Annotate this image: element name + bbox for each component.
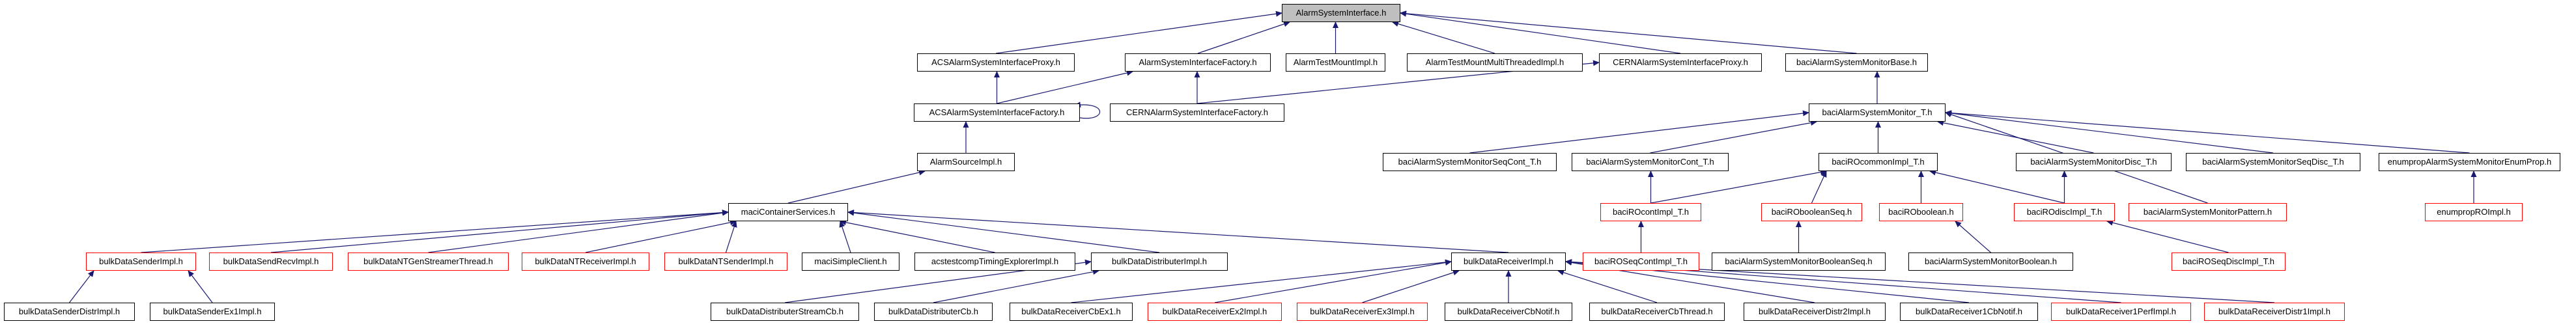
graph-edge <box>995 10 1282 54</box>
graph-node-alarmsourceimpl-h[interactable]: AlarmSourceImpl.h <box>917 153 1015 171</box>
graph-node-enumpropalarmsystemmonitorenumprop-h[interactable]: enumpropAlarmSystemMonitorEnumProp.h <box>2379 153 2560 171</box>
graph-edge <box>1392 21 1495 54</box>
graph-node-cernalarmsysteminterfaceproxy-h[interactable]: CERNAlarmSystemInterfaceProxy.h <box>1599 53 1762 72</box>
graph-node-alarmsysteminterfacefactory-h[interactable]: AlarmSystemInterfaceFactory.h <box>1125 53 1271 72</box>
graph-edge <box>270 210 729 253</box>
graph-node-bulkdatareceiverdistr1impl-h[interactable]: bulkDataReceiverDistr1Impl.h <box>2204 303 2345 321</box>
graph-node-bulkdatadistributercb-h[interactable]: bulkDataDistributerCb.h <box>874 303 993 321</box>
graph-node-bacirobooleanseq-h[interactable]: baciRObooleanSeq.h <box>1761 203 1862 221</box>
graph-node-bacialarmsystemmonitor-t-h[interactable]: baciAlarmSystemMonitor_T.h <box>1809 103 1946 122</box>
graph-edge <box>428 210 729 253</box>
graph-node-alarmtestmountmultithreadedimpl-h[interactable]: AlarmTestMountMultiThreadedImpl.h <box>1407 53 1583 72</box>
graph-edge <box>188 270 213 303</box>
graph-node-enumproproimpl-h[interactable]: enumpropROImpl.h <box>2425 203 2523 221</box>
graph-edge <box>1929 169 2065 204</box>
graph-self-loop-edge <box>1074 102 1101 119</box>
graph-node-bulkdatareceiver1perfimpl-h[interactable]: bulkDataReceiver1PerfImpl.h <box>2051 303 2191 321</box>
graph-node-bacialarmsystemmonitorseqdisc-t-h[interactable]: baciAlarmSystemMonitorSeqDisc_T.h <box>2186 153 2360 171</box>
graph-edge <box>1400 10 1857 54</box>
graph-edge <box>585 219 737 253</box>
graph-node-bacirocontimpl-t-h[interactable]: baciROcontImpl_T.h <box>1600 203 1701 221</box>
graph-node-bulkdatareceivercbnotif-h[interactable]: bulkDataReceiverCbNotif.h <box>1445 303 1572 321</box>
graph-edge <box>725 221 737 253</box>
graph-node-cernalarmsysteminterfacefactory-h[interactable]: CERNAlarmSystemInterfaceFactory.h <box>1110 103 1284 122</box>
graph-node-bacialarmsystemmonitorbase-h[interactable]: baciAlarmSystemMonitorBase.h <box>1785 53 1928 72</box>
graph-edge <box>997 70 1133 104</box>
graph-node-bacialarmsystemmonitorseqcont-t-h[interactable]: baciAlarmSystemMonitorSeqCont_T.h <box>1383 153 1557 171</box>
graph-edge <box>840 219 995 253</box>
graph-edge <box>1945 110 2470 154</box>
graph-node-bulkdatareceiverdistr2impl-h[interactable]: bulkDataReceiverDistr2Impl.h <box>1744 303 1886 321</box>
graph-node-bulkdatantreceiverimpl-h[interactable]: bulkDataNTReceiverImpl.h <box>522 253 649 271</box>
graph-edge <box>933 269 1099 303</box>
graph-edge <box>1362 269 1460 303</box>
graph-node-bacialarmsystemmonitorpattern-h[interactable]: baciAlarmSystemMonitorPattern.h <box>2129 203 2287 221</box>
graph-edge <box>1937 120 2094 154</box>
graph-edge <box>787 169 926 204</box>
graph-node-bacirodiscimpl-t-h[interactable]: baciROdiscImpl_T.h <box>2014 203 2115 221</box>
graph-node-bulkdatadistributerimpl-h[interactable]: bulkDataDistributerImpl.h <box>1091 253 1228 271</box>
graph-node-alarmsysteminterface-h[interactable]: AlarmSystemInterface.h <box>1282 4 1400 22</box>
graph-edge <box>1955 221 1991 253</box>
graph-node-bulkdatareceiver1cbnotif-h[interactable]: bulkDataReceiver1CbNotif.h <box>1900 303 2038 321</box>
graph-node-bulkdatareceiverex2impl-h[interactable]: bulkDataReceiverEx2Impl.h <box>1148 303 1282 321</box>
graph-node-bulkdatasenderdistrimpl-h[interactable]: bulkDataSenderDistrImpl.h <box>4 303 135 321</box>
graph-edge <box>141 210 729 253</box>
graph-edge <box>1650 169 1827 204</box>
graph-node-bacialarmsystemmonitorboolean-h[interactable]: baciAlarmSystemMonitorBoolean.h <box>1908 253 2073 271</box>
graph-node-bacialarmsystemmonitorbooleanseq-h[interactable]: baciAlarmSystemMonitorBooleanSeq.h <box>1712 253 1886 271</box>
graph-node-bulkdatareceiverimpl-h[interactable]: bulkDataReceiverImpl.h <box>1451 253 1566 271</box>
graph-node-bulkdatasenderex1impl-h[interactable]: bulkDataSenderEx1Impl.h <box>150 303 275 321</box>
graph-node-acsalarmsysteminterfaceproxy-h[interactable]: ACSAlarmSystemInterfaceProxy.h <box>917 53 1075 72</box>
graph-node-baciroboolean-h[interactable]: baciROboolean.h <box>1879 203 1963 221</box>
graph-node-bulkdatareceivercbthread-h[interactable]: bulkDataReceiverCbThread.h <box>1589 303 1725 321</box>
graph-edge <box>1811 171 1827 204</box>
graph-edge <box>1197 21 1290 54</box>
graph-node-bacialarmsystemmonitorcont-t-h[interactable]: baciAlarmSystemMonitorCont_T.h <box>1572 153 1729 171</box>
graph-edge <box>1071 259 1452 303</box>
graph-edge <box>69 270 94 303</box>
graph-node-alarmtestmountimpl-h[interactable]: AlarmTestMountImpl.h <box>1286 53 1385 72</box>
graph-node-bulkdatantsenderimpl-h[interactable]: bulkDataNTSenderImpl.h <box>664 253 787 271</box>
graph-node-bulkdatadistributerstreamcb-h[interactable]: bulkDataDistributerStreamCb.h <box>711 303 859 321</box>
graph-edge <box>1400 10 1681 54</box>
graph-edge <box>1650 120 1817 154</box>
graph-node-bacirocommonimpl-t-h[interactable]: baciROcommonImpl_T.h <box>1819 153 1938 171</box>
graph-edge <box>847 210 1160 253</box>
graph-edge <box>1945 110 2274 154</box>
graph-node-acstestcomptimingexplorerimpl-h[interactable]: acstestcompTimingExplorerImpl.h <box>914 253 1075 271</box>
graph-edge <box>2106 219 2229 253</box>
graph-node-bulkdatantgenstreamerthread-h[interactable]: bulkDataNTGenStreamerThread.h <box>348 253 509 271</box>
graph-edge <box>847 210 1509 253</box>
graph-edge <box>839 221 851 253</box>
graph-node-baciroseqcontimpl-t-h[interactable]: baciROSeqContImpl_T.h <box>1583 253 1699 271</box>
graph-node-bacialarmsystemmonitordisc-t-h[interactable]: baciAlarmSystemMonitorDisc_T.h <box>2016 153 2172 171</box>
graph-node-macicontainerservices-h[interactable]: maciContainerServices.h <box>728 203 848 221</box>
graph-node-bulkdatareceiverex3impl-h[interactable]: bulkDataReceiverEx3Impl.h <box>1297 303 1428 321</box>
graph-node-bulkdatasendrecvimpl-h[interactable]: bulkDataSendRecvImpl.h <box>209 253 333 271</box>
graph-node-bulkdatasenderimpl-h[interactable]: bulkDataSenderImpl.h <box>86 253 196 271</box>
graph-node-macisimpleclient-h[interactable]: maciSimpleClient.h <box>802 253 899 271</box>
graph-edge <box>1469 110 1809 154</box>
graph-edge <box>1557 269 1658 303</box>
graph-node-bulkdatareceivercbex1-h[interactable]: bulkDataReceiverCbEx1.h <box>1010 303 1133 321</box>
graph-node-baciroseqdiscimpl-t-h[interactable]: baciROSeqDiscImpl_T.h <box>2172 253 2286 271</box>
graph-node-acsalarmsysteminterfacefactory-h[interactable]: ACSAlarmSystemInterfaceFactory.h <box>914 103 1080 122</box>
graph-edge <box>1214 260 1452 303</box>
